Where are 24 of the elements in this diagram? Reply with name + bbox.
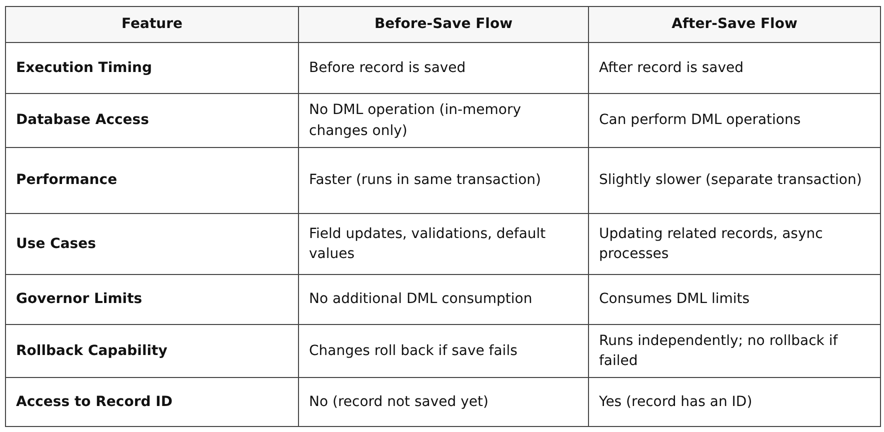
table-cell: No additional DML consumption bbox=[298, 274, 588, 324]
table-cell: Changes roll back if save fails bbox=[298, 324, 588, 378]
table-cell: No DML operation (in-memory changes only) bbox=[298, 94, 588, 148]
table-cell: Runs independently; no rollback if failed bbox=[588, 324, 880, 378]
table-cell: After record is saved bbox=[588, 42, 880, 94]
table-cell: Before record is saved bbox=[298, 42, 588, 94]
row-header: Use Cases bbox=[6, 214, 298, 274]
column-header: Feature bbox=[6, 6, 298, 42]
row-header: Access to Record ID bbox=[6, 378, 298, 426]
table-cell: Yes (record has an ID) bbox=[588, 378, 880, 426]
table-cell: Can perform DML operations bbox=[588, 94, 880, 148]
column-header: After-Save Flow bbox=[588, 6, 880, 42]
table-cell: Consumes DML limits bbox=[588, 274, 880, 324]
table-cell: Faster (runs in same transaction) bbox=[298, 148, 588, 214]
row-header: Rollback Capability bbox=[6, 324, 298, 378]
table-cell: Updating related records, async processes bbox=[588, 214, 880, 274]
row-header: Database Access bbox=[6, 94, 298, 148]
row-header: Execution Timing bbox=[6, 42, 298, 94]
row-header: Performance bbox=[6, 148, 298, 214]
row-header: Governor Limits bbox=[6, 274, 298, 324]
table-cell: No (record not saved yet) bbox=[298, 378, 588, 426]
table-cell: Field updates, validations, default values bbox=[298, 214, 588, 274]
column-header: Before-Save Flow bbox=[298, 6, 588, 42]
table-cell: Slightly slower (separate transaction) bbox=[588, 148, 880, 214]
